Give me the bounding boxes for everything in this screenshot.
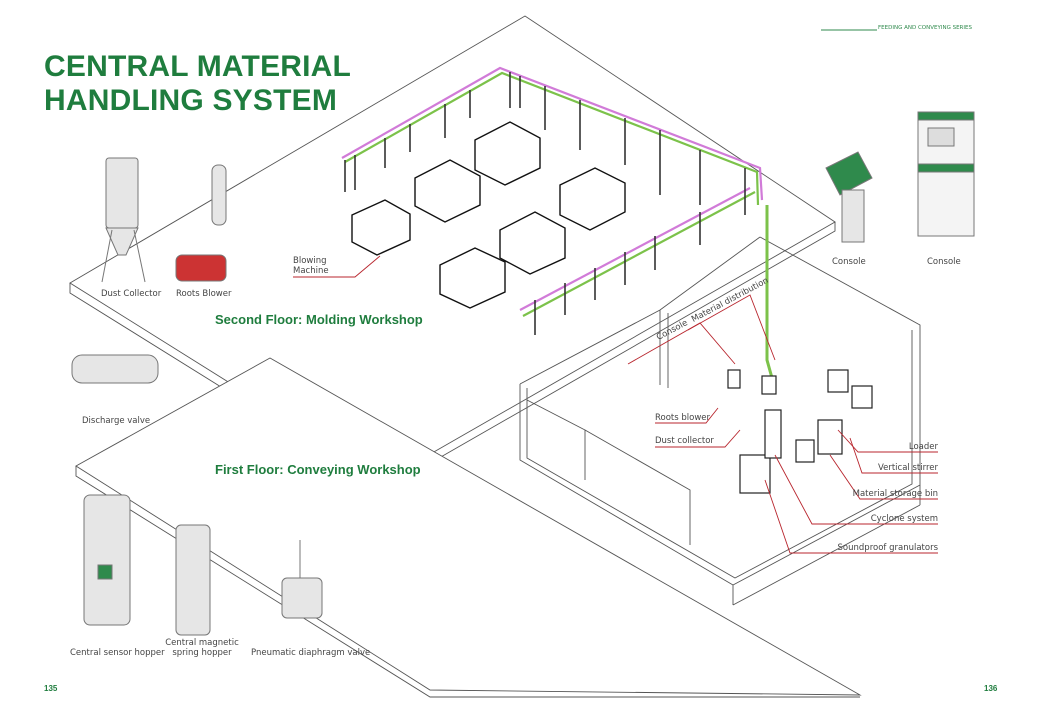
label-dust-collector: Dust Collector	[101, 289, 162, 299]
pipe-network	[341, 66, 774, 379]
callout-roots-blower: Roots blower	[655, 413, 711, 423]
page-number-left: 135	[44, 684, 58, 693]
callout-cyclone-system: Cyclone system	[870, 514, 938, 524]
page-number-right: 136	[984, 684, 998, 693]
label-central-magnetic-hopper: Central magnetic spring hopper	[164, 638, 240, 658]
support-posts	[344, 72, 746, 335]
page-title: CENTRAL MATERIAL HANDLING SYSTEM	[44, 50, 351, 118]
callout-soundproof-granulators: Soundproof granulators	[837, 543, 938, 553]
first-floor-label: First Floor: Conveying Workshop	[215, 462, 421, 477]
label-pneumatic-diaphragm-valve: Pneumatic diaphragm valve	[251, 648, 371, 658]
label-console-1: Console	[832, 257, 866, 267]
title-line-2: HANDLING SYSTEM	[44, 84, 338, 117]
title-line-1: CENTRAL MATERIAL	[44, 50, 352, 83]
series-label: FEEDING AND CONVEYING SERIES	[878, 25, 972, 31]
label-console-2: Console	[927, 257, 961, 267]
callout-dust-collector: Dust collector	[655, 436, 714, 446]
label-discharge-valve: Discharge valve	[82, 416, 151, 426]
callout-loader: Loader	[908, 442, 938, 452]
equipment-silhouettes	[71, 157, 323, 636]
callout-blowing-line1: Blowing	[293, 256, 327, 266]
conveying-room-walls	[519, 236, 921, 606]
ground-equipment	[727, 369, 873, 494]
label-central-magnetic-line2: spring hopper	[172, 648, 232, 658]
callout-blowing-machine: Blowing Machine	[293, 256, 329, 276]
blowing-machines	[351, 121, 626, 309]
callout-leaders	[293, 255, 938, 554]
callout-material-storage-bin: Material storage bin	[852, 489, 938, 499]
label-roots-blower: Roots Blower	[176, 289, 232, 299]
callout-vertical-stirrer: Vertical stirrer	[877, 463, 938, 473]
label-central-sensor-hopper: Central sensor hopper	[70, 648, 165, 658]
label-central-magnetic-line1: Central magnetic	[165, 638, 239, 648]
second-floor-label: Second Floor: Molding Workshop	[215, 312, 423, 327]
console-silhouettes	[825, 111, 975, 243]
callout-blowing-line2: Machine	[293, 266, 329, 276]
